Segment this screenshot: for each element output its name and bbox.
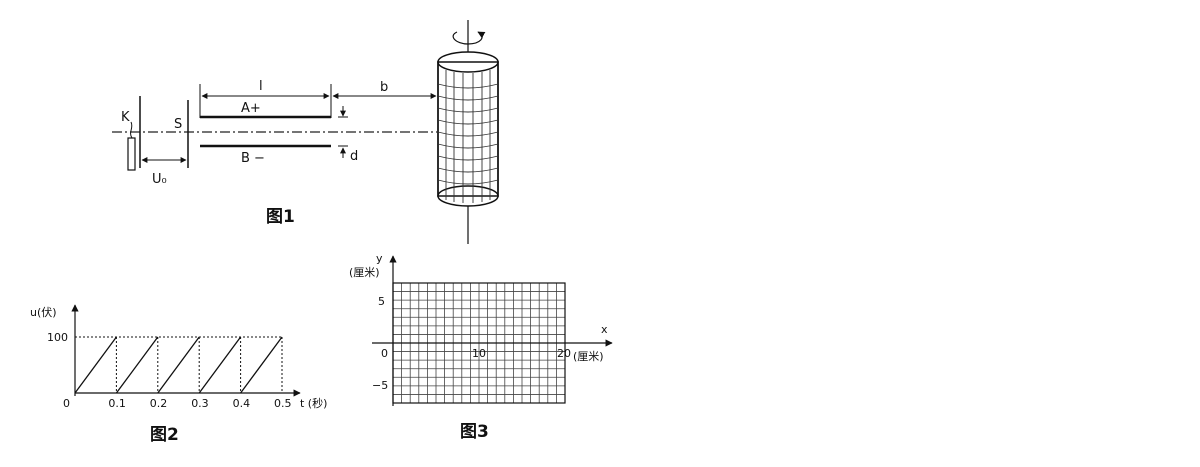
label-d: d: [350, 149, 358, 164]
sawtooth-ramp: [115, 336, 159, 394]
sawtooth-ramp: [74, 336, 117, 394]
label-u0: U₀: [152, 172, 167, 187]
cathode-k: [127, 96, 141, 171]
label-s: S: [174, 117, 182, 132]
label-b: b: [380, 80, 388, 95]
fig3-x-tick-10: 10: [472, 347, 486, 360]
label-k: K: [121, 110, 130, 125]
fig3-y-tick-minus5: −5: [372, 379, 388, 392]
fig3-ylabel-unit: (厘米): [349, 266, 380, 279]
figure-1: K S U₀ A+ B − l b d: [112, 20, 499, 244]
figure-2: u(伏) 100 0 0.1 0.2 0.3 0.4 0.5 t (秒) 图2: [30, 304, 327, 445]
fig3-origin: 0: [381, 347, 388, 360]
caption-fig1: 图1: [266, 207, 295, 227]
caption-fig3: 图3: [460, 422, 489, 442]
fig3-ylabel-var: y: [376, 252, 383, 265]
x-tick-label: 0.3: [191, 397, 209, 410]
label-l: l: [259, 79, 263, 94]
fig3-xlabel-unit: (厘米): [573, 350, 604, 363]
fig2-vertical-guides: [115, 337, 283, 393]
fig3-x-tick-20: 20: [557, 347, 571, 360]
fig3-y-tick-5: 5: [378, 295, 385, 308]
sawtooth-ramp: [157, 336, 200, 394]
rotating-drum: [437, 20, 499, 244]
caption-fig2: 图2: [150, 425, 179, 445]
x-tick-label: 0.4: [233, 397, 251, 410]
x-tick-label: 0.2: [150, 397, 168, 410]
drum-film-grid: [437, 70, 499, 203]
x-tick-label: 0.5: [274, 397, 292, 410]
figure-3: y (厘米) x (厘米) 0 10 20 5 −5 图3: [349, 252, 613, 442]
label-plate-a: A+: [241, 101, 261, 116]
fig2-xlabel: t (秒): [300, 396, 327, 410]
fig2-y-tick-100: 100: [47, 331, 68, 344]
x-tick-label: 0.1: [108, 397, 126, 410]
fig2-sawtooth: [74, 336, 283, 394]
sawtooth-ramp: [198, 336, 242, 394]
rotation-arrow-icon: [452, 31, 486, 45]
sawtooth-ramp: [240, 336, 283, 394]
fig3-xlabel-var: x: [601, 323, 608, 336]
label-plate-b: B −: [241, 151, 265, 166]
fig2-ylabel: u(伏): [30, 305, 57, 319]
fig2-origin: 0: [63, 397, 70, 410]
fig2-x-ticks: 0.1 0.2 0.3 0.4 0.5: [108, 397, 291, 410]
